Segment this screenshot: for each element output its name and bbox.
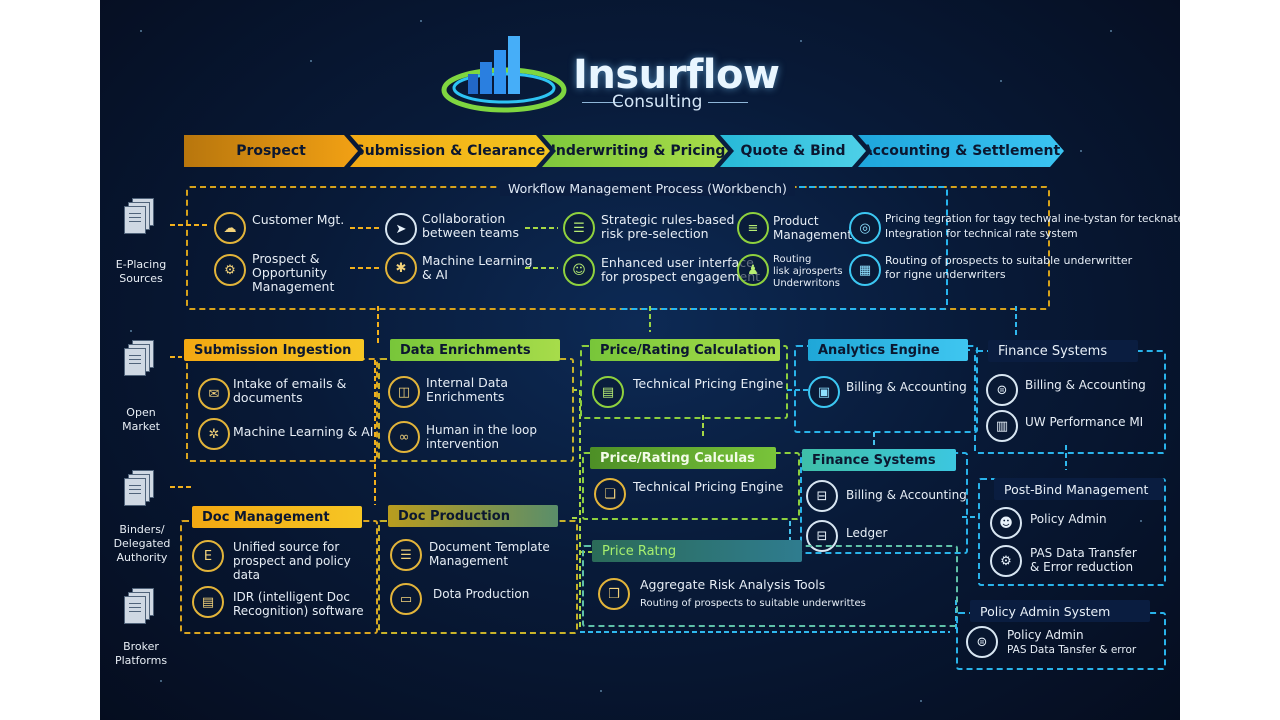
mid-billing-label: Billing & Accounting bbox=[846, 488, 967, 502]
dota-production-label: Dota Production bbox=[433, 587, 530, 601]
data-icon: ◫ bbox=[388, 376, 420, 408]
human-loop-label: Human in the loop intervention bbox=[426, 423, 537, 451]
ledger-label: Ledger bbox=[846, 526, 888, 540]
ml-gear-icon: ✲ bbox=[198, 418, 230, 450]
diagram-canvas: Insurflow Consulting Prospect Submission… bbox=[100, 0, 1180, 720]
pas-data-transfer-label: PAS Data Transfer & Error reduction bbox=[1030, 546, 1137, 574]
risk-analysis-icon: ❒ bbox=[598, 578, 630, 610]
submission-ingestion-header: Submission Ingestion bbox=[184, 339, 364, 361]
data-transfer-icon: ⚙ bbox=[990, 545, 1022, 577]
stage-accounting-settlement: Accounting & Settlement bbox=[858, 135, 1064, 167]
doc-template-label: Document Template Management bbox=[429, 540, 550, 568]
source-binders: Binders/ Delegated Authority bbox=[113, 523, 171, 564]
policy-admin-system-header: Policy Admin System bbox=[970, 600, 1150, 622]
source-e-placing: E-Placing Sources bbox=[115, 258, 167, 285]
source-broker-platforms: Broker Platforms bbox=[114, 640, 168, 667]
product-icon: ≡ bbox=[737, 212, 769, 244]
billing-icon: ▣ bbox=[808, 376, 840, 408]
customer-mgt-label: Customer Mgt. bbox=[252, 212, 345, 227]
source-open-market: Open Market bbox=[122, 406, 160, 433]
analytics-billing-label: Billing & Accounting bbox=[846, 380, 967, 394]
binders-doc-icon bbox=[124, 470, 154, 506]
ml-ai-label: Machine Learning & AI bbox=[422, 253, 533, 282]
routing-underwrittes-label: Routing of prospects to suitable underwr… bbox=[640, 598, 866, 609]
finance-billing-label: Billing & Accounting bbox=[1025, 378, 1146, 392]
stage-underwriting-pricing: Underwriting & Pricing bbox=[542, 135, 728, 167]
stage-quote-bind: Quote & Bind bbox=[720, 135, 866, 167]
broker-doc-icon bbox=[124, 588, 154, 624]
routing-gift-icon: ▦ bbox=[849, 254, 881, 286]
stage-label: Prospect bbox=[236, 143, 306, 159]
brain-icon: ✱ bbox=[385, 252, 417, 284]
price-rating-calculas-header: Price/Rating Calculas bbox=[590, 447, 776, 469]
paper-plane-icon: ➤ bbox=[385, 213, 417, 245]
strategic-rules-label: Strategic rules-based risk pre-selection bbox=[601, 212, 735, 241]
stage-prospect: Prospect bbox=[184, 135, 358, 167]
data-enrichments-header: Data Enrichments bbox=[390, 339, 560, 361]
insurflow-logo-icon bbox=[441, 36, 567, 113]
finance-systems-mid-header: Finance Systems bbox=[802, 449, 956, 471]
ml-ai-ingestion-label: Machine Learning & AI bbox=[233, 424, 374, 439]
workbench-title: Workflow Management Process (Workbench) bbox=[500, 181, 795, 196]
tech-pricing-engine-label: Technical Pricing Engine bbox=[633, 376, 784, 391]
analytics-engine-header: Analytics Engine bbox=[808, 339, 968, 361]
routing-label: Routing lisk ajrosperts Underwritons bbox=[773, 254, 843, 289]
production-icon: ▭ bbox=[390, 583, 422, 615]
template-icon: ☰ bbox=[390, 539, 422, 571]
price-rating-calc-header: Price/Rating Calculation bbox=[590, 339, 780, 361]
brand-name: Insurflow bbox=[573, 52, 780, 98]
pas-policy-admin-label: Policy Admin bbox=[1007, 628, 1084, 642]
doc-production-box bbox=[378, 520, 578, 634]
open-market-doc-icon bbox=[124, 340, 154, 376]
finance-billing-icon: ⊜ bbox=[986, 374, 1018, 406]
uw-performance-label: UW Performance MI bbox=[1025, 415, 1144, 429]
calculas-engine-icon: ❏ bbox=[594, 478, 626, 510]
idr-icon: ▤ bbox=[192, 586, 224, 618]
product-mgmt-label: Product Management bbox=[773, 214, 853, 242]
doc-production-header: Doc Production bbox=[388, 505, 558, 527]
mid-billing-icon: ⊟ bbox=[806, 480, 838, 512]
collaboration-label: Collaboration between teams bbox=[422, 211, 519, 240]
e-placing-doc-icon bbox=[124, 198, 154, 234]
finance-systems-top-header: Finance Systems bbox=[988, 340, 1138, 362]
unified-source-icon: Ε bbox=[192, 540, 224, 572]
routing-prospects-label: Routing of prospects to suitable underwr… bbox=[885, 254, 1133, 281]
stage-label: Submission & Clearance bbox=[354, 143, 546, 159]
unified-source-label: Unified source for prospect and policy d… bbox=[233, 540, 351, 582]
stage-label: Quote & Bind bbox=[740, 143, 846, 159]
idr-label: IDR (intelligent Doc Recognition) softwa… bbox=[233, 590, 364, 618]
stage-label: Underwriting & Pricing bbox=[544, 143, 726, 159]
human-loop-icon: ∞ bbox=[388, 421, 420, 453]
pricing-integration-label: Pricing tegration for tagy techwal ine-t… bbox=[885, 213, 1180, 240]
post-bind-header: Post-Bind Management bbox=[994, 478, 1164, 500]
prospect-mgmt-label: Prospect & Opportunity Management bbox=[252, 251, 335, 294]
performance-chart-icon: ▥ bbox=[986, 410, 1018, 442]
pricing-integration-icon: ◎ bbox=[849, 212, 881, 244]
internal-data-label: Internal Data Enrichments bbox=[426, 375, 508, 404]
policy-system-icon: ⊜ bbox=[966, 626, 998, 658]
routing-person-icon: ♟ bbox=[737, 254, 769, 286]
doc-management-header: Doc Management bbox=[192, 506, 362, 528]
stage-submission-clearance: Submission & Clearance bbox=[350, 135, 550, 167]
aggregate-risk-label: Aggregate Risk Analysis Tools bbox=[640, 577, 826, 592]
policy-admin-icon: ☻ bbox=[990, 507, 1022, 539]
calculas-engine-label: Technical Pricing Engine bbox=[633, 479, 784, 494]
prospect-icon: ⚙ bbox=[214, 254, 246, 286]
pas-data-tansfer-label: PAS Data Tansfer & error bbox=[1007, 644, 1137, 656]
rules-icon: ☰ bbox=[563, 212, 595, 244]
customer-icon: ☁ bbox=[214, 212, 246, 244]
post-bind-policy-admin-label: Policy Admin bbox=[1030, 512, 1107, 526]
stage-label: Accounting & Settlement bbox=[861, 143, 1061, 159]
email-icon: ✉ bbox=[198, 378, 230, 410]
pricing-engine-icon: ▤ bbox=[592, 376, 624, 408]
user-interface-icon: ☺ bbox=[563, 254, 595, 286]
intake-emails-label: Intake of emails & documents bbox=[233, 376, 347, 405]
price-ratng-header: Price Ratng bbox=[592, 540, 802, 562]
brand-tagline: Consulting bbox=[612, 92, 703, 112]
